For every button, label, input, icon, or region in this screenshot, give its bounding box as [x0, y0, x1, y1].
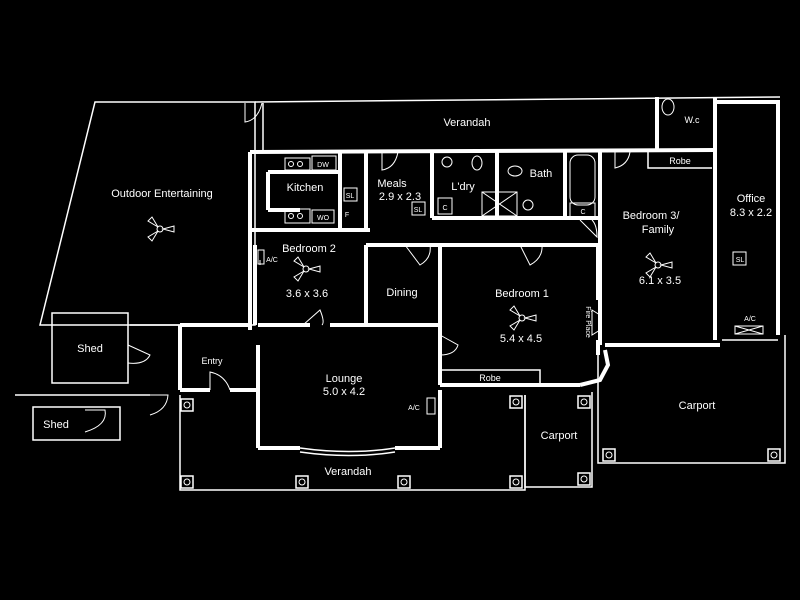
skylight-label: SL — [414, 207, 423, 214]
door-swing-icon — [149, 394, 169, 416]
door-swing-icon — [439, 334, 459, 356]
fireplace-icon — [591, 309, 601, 336]
label-shed-1: Shed — [77, 343, 103, 355]
door-swing-icon — [579, 219, 598, 239]
label-outdoor-entertaining: Outdoor Entertaining — [111, 188, 213, 200]
door-swing-icon — [209, 371, 231, 391]
label-bedroom1: Bedroom 1 — [495, 288, 549, 300]
aircon-label: A/C — [408, 405, 420, 412]
label-office: Office — [737, 193, 766, 205]
misc-fixtures: SL A/C A/C A/C — [257, 249, 764, 415]
label-bedroom3-line2: Family — [642, 224, 675, 236]
fridge-label: F — [345, 212, 349, 219]
label-lounge: Lounge — [326, 373, 363, 385]
ceiling-fans — [147, 216, 673, 331]
bathtub-icon — [569, 154, 596, 206]
dishwasher-label: DW — [317, 162, 329, 169]
doors — [84, 102, 631, 433]
stove-icon — [284, 157, 311, 171]
aircon-box — [257, 249, 265, 265]
wall-oven-label: WO — [317, 215, 330, 222]
skylight-label: SL — [346, 193, 355, 200]
cupboard-box — [437, 197, 453, 215]
label-fireplace: Fire Place — [584, 306, 591, 338]
label-verandah-top: Verandah — [443, 117, 490, 129]
verandah-posts — [180, 395, 781, 489]
label-bedroom3-line1: Bedroom 3/ — [623, 210, 681, 222]
room-labels: Verandah Outdoor Entertaining W.c Kitche… — [43, 115, 772, 478]
door-swing-icon — [519, 244, 543, 266]
wet-area-fixtures: C C — [437, 98, 675, 218]
cupboard-box — [569, 202, 596, 218]
label-carport-large: Carport — [679, 400, 716, 412]
door-swing-icon — [127, 344, 151, 364]
wall-oven-box — [311, 209, 335, 224]
kitchen-fixtures: DW WO F SL SL — [284, 155, 426, 224]
skylight-box — [411, 201, 426, 216]
label-kitchen: Kitchen — [287, 182, 324, 194]
label-robe-top: Robe — [669, 156, 691, 166]
door-swing-icon — [244, 102, 263, 123]
walls — [15, 96, 786, 491]
label-bedroom2-size: 3.6 x 3.6 — [286, 288, 328, 300]
skylight-box — [343, 187, 358, 202]
toilet-icon — [507, 165, 523, 177]
ceiling-fan-icon — [645, 252, 673, 278]
door-swing-icon — [404, 244, 431, 266]
label-bedroom3-size: 6.1 x 3.5 — [639, 275, 681, 287]
skylight-box — [732, 251, 747, 266]
skylight-label: SL — [736, 257, 745, 264]
label-bedroom1-size: 5.4 x 4.5 — [500, 333, 542, 345]
label-dining: Dining — [386, 287, 417, 299]
label-meals: Meals — [377, 178, 407, 190]
label-carport-small: Carport — [541, 430, 578, 442]
sink-icon — [522, 199, 534, 211]
aircon-box — [734, 325, 764, 335]
door-swing-icon — [84, 409, 106, 433]
aircon-label: A/C — [266, 257, 278, 264]
dishwasher-box — [311, 155, 337, 171]
stove-icon — [284, 208, 311, 224]
label-robe-bottom: Robe — [479, 373, 501, 383]
cupboard-label: C — [580, 209, 585, 216]
label-bath: Bath — [530, 168, 553, 180]
aircon-box — [426, 397, 436, 415]
toilet-icon — [471, 155, 483, 171]
label-laundry: L'dry — [451, 181, 475, 193]
label-shed-2: Shed — [43, 419, 69, 431]
label-office-size: 8.3 x 2.2 — [730, 207, 772, 219]
door-swing-icon — [302, 309, 324, 326]
label-bedroom2: Bedroom 2 — [282, 243, 336, 255]
door-swing-icon — [614, 151, 631, 169]
label-wc: W.c — [685, 115, 700, 125]
shower-icon — [481, 191, 518, 217]
ceiling-fan-icon — [147, 216, 175, 242]
cupboard-label: C — [442, 205, 447, 212]
sink-icon — [441, 156, 453, 168]
label-meals-size: 2.9 x 2.3 — [379, 191, 421, 203]
toilet-icon — [661, 98, 675, 116]
label-lounge-size: 5.0 x 4.2 — [323, 386, 365, 398]
aircon-label: A/C — [744, 316, 756, 323]
door-swing-icon — [381, 151, 399, 171]
ceiling-fan-icon — [293, 256, 321, 282]
ceiling-fan-icon — [509, 305, 537, 331]
label-entry: Entry — [201, 356, 223, 366]
label-verandah-bottom: Verandah — [324, 466, 371, 478]
